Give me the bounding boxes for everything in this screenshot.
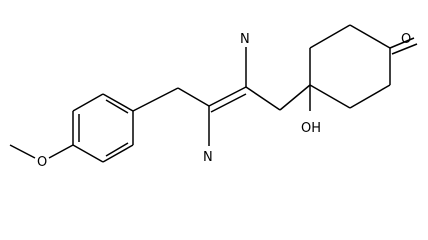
aromatic-ring — [72, 93, 134, 163]
structure-diagram: O N N — [9, 24, 418, 170]
hydroxyl-group: OH — [301, 85, 321, 136]
nitrile-top-nitrogen-label: N — [240, 32, 250, 47]
nitrile-bottom-nitrogen-label: N — [203, 150, 213, 165]
molecule-structure: O N N — [9, 24, 418, 170]
upper-nitrile: N — [240, 32, 250, 87]
benzyl-linker — [132, 87, 210, 112]
methoxy-oxygen-label: O — [37, 155, 47, 170]
methylene-linker — [245, 84, 311, 111]
methoxy-group: O — [9, 144, 74, 170]
ketone-oxygen-label: O — [401, 32, 411, 47]
cyclohexanone-ring — [309, 24, 391, 109]
ketone-group: O — [389, 32, 418, 55]
central-alkene — [208, 86, 247, 113]
lower-nitrile: N — [203, 106, 213, 165]
hydroxyl-label: OH — [301, 121, 321, 136]
